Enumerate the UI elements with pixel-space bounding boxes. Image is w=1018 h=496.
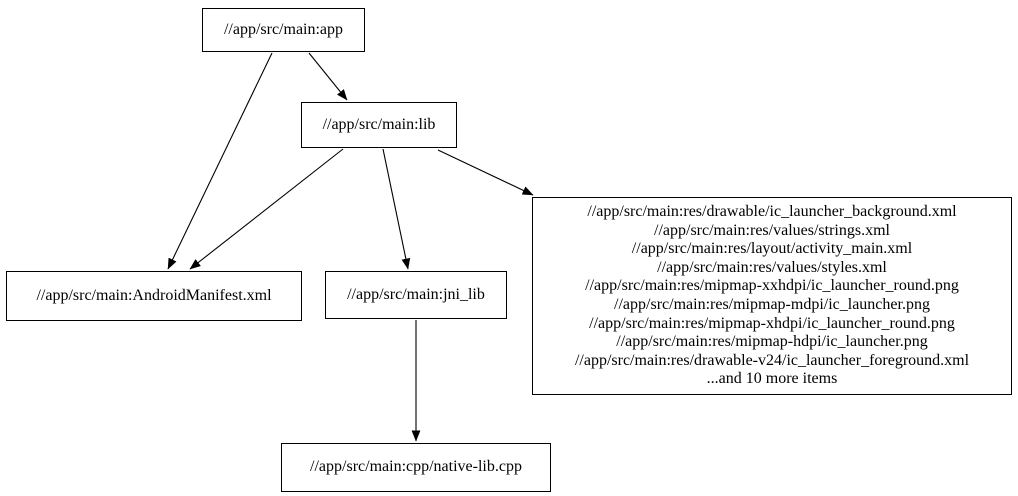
edge-app-to-lib — [308, 52, 348, 101]
graph-node-res-group-line: //app/src/main:res/layout/activity_main.… — [631, 240, 913, 258]
graph-node-native-lib-cpp-label: //app/src/main:cpp/native-lib.cpp — [310, 458, 522, 476]
graph-node-app: //app/src/main:app — [202, 8, 365, 52]
graph-node-res-group-more-items: ...and 10 more items — [706, 370, 838, 388]
edge-lib-to-res-group — [437, 149, 534, 196]
graph-node-res-group-line: //app/src/main:res/values/strings.xml — [654, 221, 890, 239]
graph-node-res-group-line: //app/src/main:res/mipmap-xxhdpi/ic_laun… — [585, 277, 959, 295]
graph-node-jni-lib-label: //app/src/main:jni_lib — [347, 285, 485, 303]
graph-node-res-group-line: //app/src/main:res/mipmap-hdpi/ic_launch… — [616, 333, 928, 351]
graph-node-res-group-line: //app/src/main:res/values/styles.xml — [657, 258, 887, 276]
graph-node-android-manifest: //app/src/main:AndroidManifest.xml — [6, 271, 302, 321]
graph-node-lib-label: //app/src/main:lib — [322, 115, 436, 133]
graph-node-res-group-line: //app/src/main:res/mipmap-mdpi/ic_launch… — [614, 296, 930, 313]
graph-node-jni-lib: //app/src/main:jni_lib — [325, 271, 507, 319]
graph-node-android-manifest-label: //app/src/main:AndroidManifest.xml — [36, 286, 272, 304]
graph-node-res-group: //app/src/main:res/drawable/ic_launcher_… — [532, 197, 1012, 395]
graph-node-app-label: //app/src/main:app — [223, 20, 344, 38]
graph-node-res-group-line: //app/src/main:res/mipmap-xhdpi/ic_launc… — [589, 314, 955, 332]
graph-node-res-group-line: //app/src/main:res/drawable/ic_launcher_… — [587, 203, 957, 221]
graph-node-res-group-line: //app/src/main:res/drawable-v24/ic_launc… — [574, 351, 970, 369]
edge-lib-to-jni-lib — [382, 148, 411, 270]
edge-app-to-android-manifest — [167, 52, 273, 270]
edge-lib-to-android-manifest — [189, 148, 344, 270]
graph-node-lib: //app/src/main:lib — [301, 102, 457, 148]
graph-node-native-lib-cpp: //app/src/main:cpp/native-lib.cpp — [281, 443, 551, 492]
